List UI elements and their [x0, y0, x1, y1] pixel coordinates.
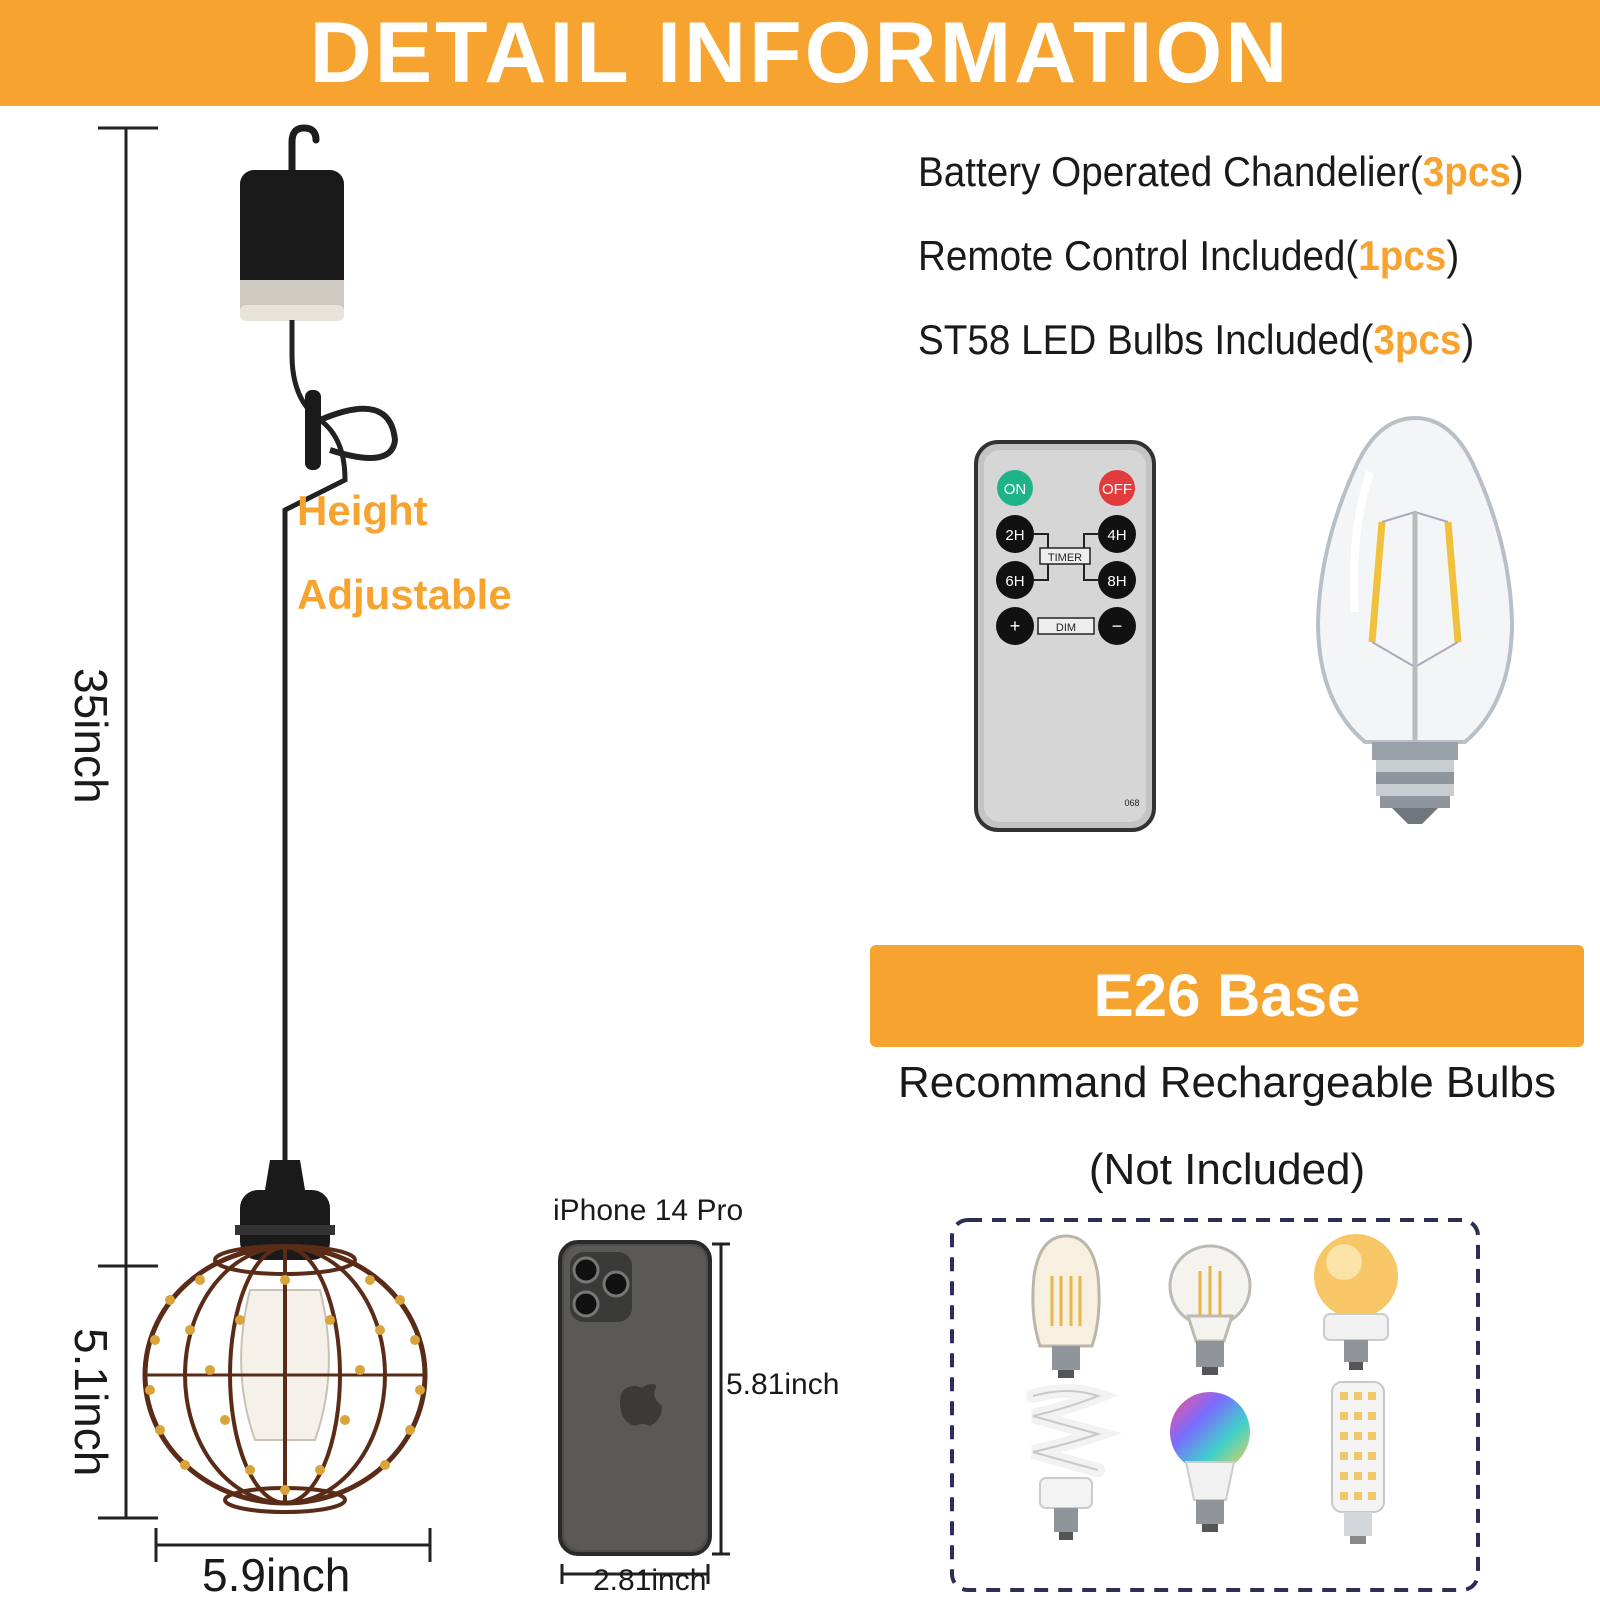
svg-text:DIM: DIM — [1056, 622, 1076, 634]
timer-6h-button — [996, 561, 1034, 599]
pendant-lamp-illustration — [142, 124, 428, 1514]
not-included-text: (Not Included) — [1088, 1145, 1366, 1194]
svg-text:−: − — [1112, 616, 1123, 636]
height-label: Height — [297, 487, 428, 534]
svg-text:TIMER: TIMER — [1048, 552, 1082, 564]
cage-width-label: 5.9inch — [202, 1549, 351, 1601]
feature-bulbs: ST58 LED Bulbs Included(3pcs) — [918, 316, 1475, 363]
svg-text:8H: 8H — [1107, 573, 1126, 590]
svg-text:6H: 6H — [1005, 573, 1024, 590]
phone-height-label: 5.81inch — [726, 1368, 840, 1401]
timer-4h-button — [1098, 515, 1136, 553]
cord-adjuster — [305, 390, 321, 470]
remote-control: ON OFF 2H 4H 6H 8H TIMER + − DIM 068 — [974, 440, 1156, 832]
corn-led-bulb-icon — [1331, 1381, 1385, 1544]
feature-chandelier: Battery Operated Chandelier(3pcs) — [918, 148, 1524, 195]
e26-base-banner — [870, 945, 1584, 1047]
timer-8h-button — [1098, 561, 1136, 599]
feature-remote: Remote Control Included(1pcs) — [918, 232, 1460, 279]
phone-width-label: 2.81inch — [593, 1564, 707, 1597]
st58-led-bulb-icon — [1315, 415, 1515, 824]
svg-text:+: + — [1010, 616, 1021, 636]
brightness-down-button — [1098, 607, 1136, 645]
brightness-up-button — [996, 607, 1034, 645]
svg-text:4H: 4H — [1107, 527, 1126, 544]
apple-logo-icon — [620, 1384, 662, 1426]
svg-text:068: 068 — [1124, 798, 1139, 808]
vintage-bulb-icon — [1031, 1234, 1101, 1378]
recommend-text: Recommand Rechargeable Bulbs — [898, 1058, 1556, 1107]
hook-icon — [288, 124, 320, 216]
off-button — [1099, 470, 1135, 506]
e26-base-title: E26 Base — [1093, 962, 1361, 1029]
timer-2h-button — [996, 515, 1034, 553]
cage-height-label: 5.1inch — [65, 1328, 117, 1477]
svg-text:OFF: OFF — [1102, 481, 1132, 498]
svg-text:2H: 2H — [1005, 527, 1024, 544]
rgb-smart-bulb-icon — [1170, 1392, 1250, 1532]
phone-illustration — [558, 1240, 730, 1584]
phone-model-label: iPhone 14 Pro — [553, 1194, 744, 1227]
battery-box — [240, 170, 344, 310]
on-button — [997, 470, 1033, 506]
adjustable-label: Adjustable — [297, 571, 512, 618]
spiral-cfl-bulb-icon — [1026, 1384, 1123, 1540]
banner-title: DETAIL INFORMATION — [309, 5, 1291, 101]
total-height-label: 35inch — [65, 668, 117, 804]
globe-led-bulb-icon — [1314, 1234, 1398, 1370]
recommended-bulbs-grid — [950, 1218, 1480, 1592]
lamp-dimension-lines — [98, 126, 432, 1562]
header-banner — [0, 0, 1600, 106]
a19-filament-bulb-icon — [1168, 1244, 1252, 1375]
svg-text:ON: ON — [1004, 481, 1027, 498]
